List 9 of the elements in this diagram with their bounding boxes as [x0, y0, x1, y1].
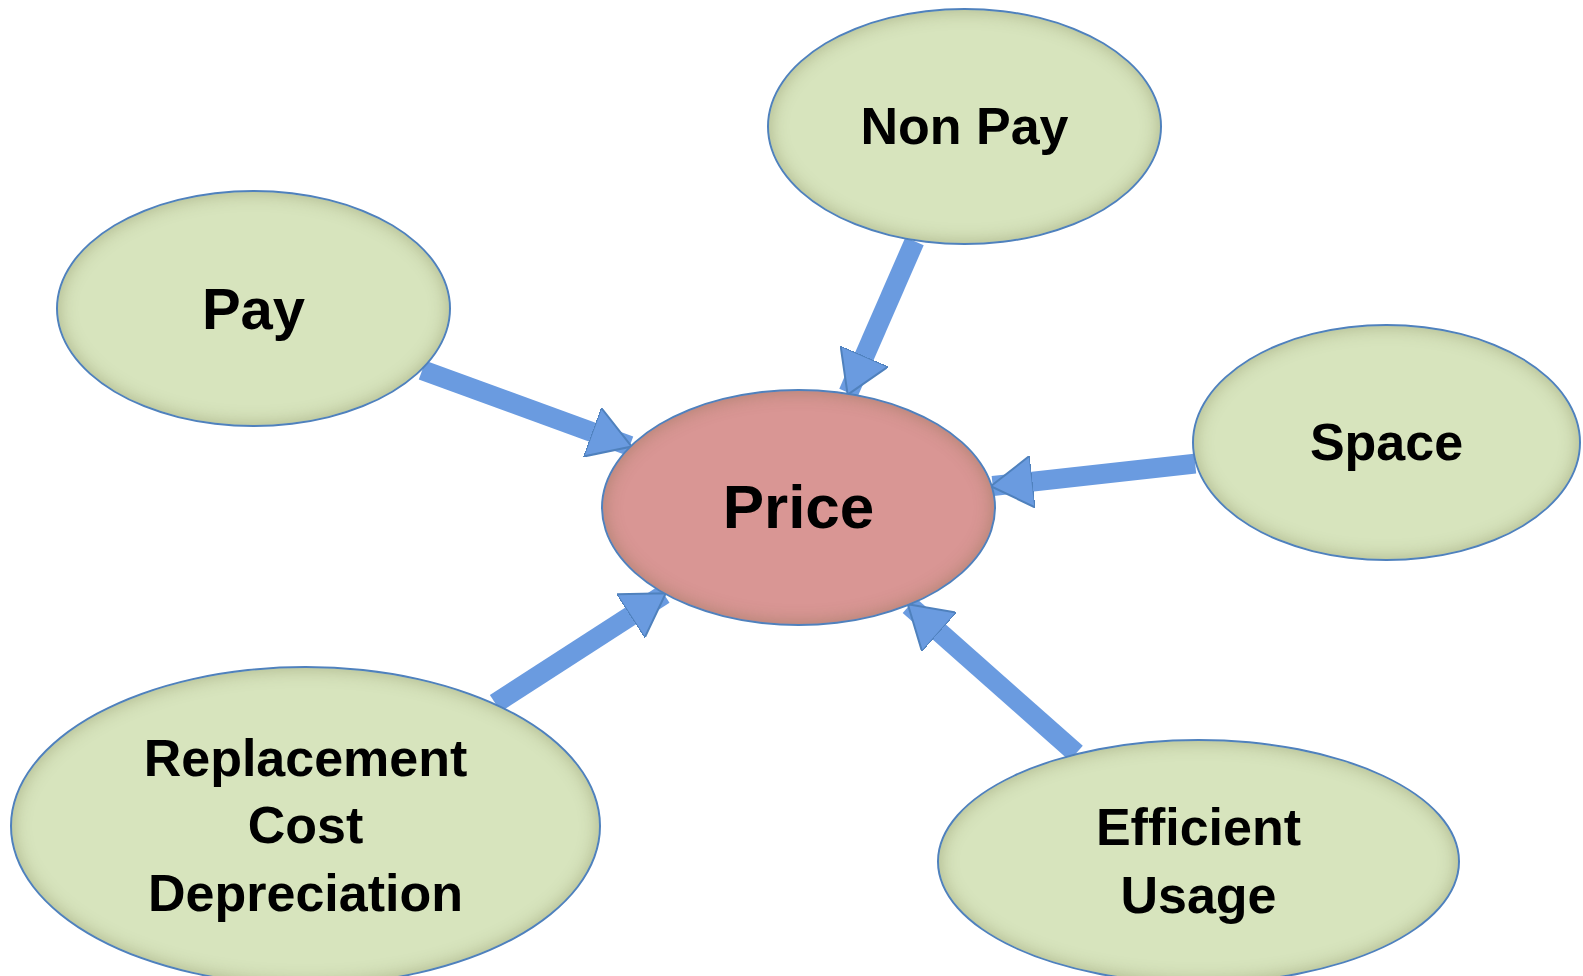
block-arrow — [418, 360, 634, 458]
node-label: Space — [1309, 411, 1464, 473]
node-label: Non Pay — [860, 95, 1069, 157]
node-label: Efficient Usage — [1094, 796, 1303, 926]
block-arrow — [839, 237, 924, 397]
node-label: Price — [722, 471, 875, 544]
block-arrow — [989, 453, 1197, 509]
node-label: Replacement Cost Depreciation — [142, 727, 469, 924]
node-label: Pay — [201, 274, 306, 343]
